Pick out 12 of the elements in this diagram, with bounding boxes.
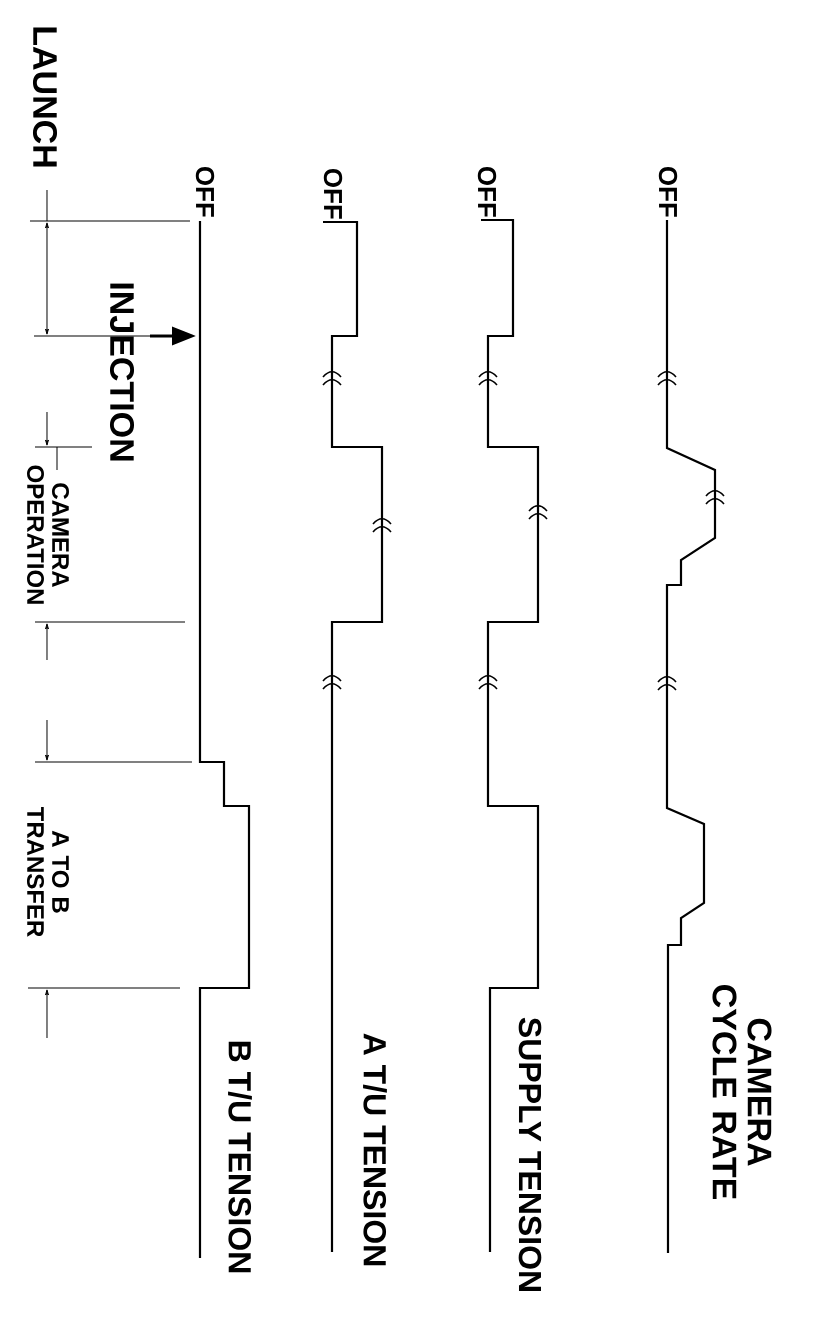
label: SUPPLY TENSION (518, 1017, 542, 1291)
label: OFF (195, 166, 215, 217)
label: OFF (658, 166, 678, 217)
label: B T/U TENSION (228, 1041, 252, 1273)
label: LAUNCH (32, 27, 58, 167)
label: OFF (477, 166, 497, 217)
label: OFF (323, 168, 343, 219)
label: CAMERA OPERATION (27, 465, 69, 604)
label: CAMERA CYCLE RATE (712, 985, 772, 1199)
label: A TO B TRANSFER (27, 806, 69, 937)
label: INJECTION (109, 283, 135, 461)
label: A T/U TENSION (363, 1033, 387, 1266)
